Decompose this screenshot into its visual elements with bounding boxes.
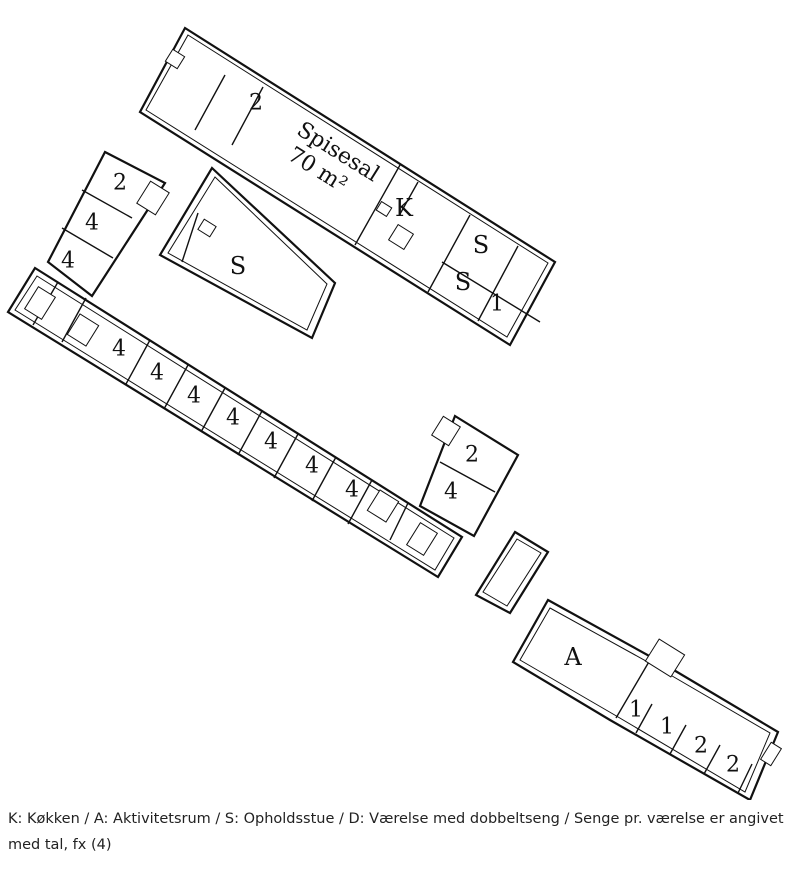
activity-wing bbox=[511, 598, 783, 800]
west-lounge bbox=[158, 166, 337, 340]
activity-label: A bbox=[563, 643, 582, 671]
lounge-label-west: S bbox=[230, 252, 246, 280]
room-beds-label: 2 bbox=[694, 734, 708, 759]
kitchen-label: K bbox=[395, 194, 414, 222]
floor-plan: Spisesal 70 m² K S S S A 2 1 2 4 4 4 4 4… bbox=[6, 26, 783, 800]
room-beds-label: 2 bbox=[113, 171, 127, 196]
north-wing bbox=[138, 26, 557, 347]
room-beds-label: 4 bbox=[85, 211, 99, 236]
room-beds-label: 4 bbox=[444, 480, 458, 505]
room-beds-label: 4 bbox=[264, 430, 278, 455]
corridor-wing bbox=[6, 266, 464, 579]
lounge-label-north-2: S bbox=[455, 268, 471, 296]
room-beds-label: 4 bbox=[305, 454, 319, 479]
room-beds-label: 4 bbox=[187, 384, 201, 409]
room-beds-label: 4 bbox=[345, 478, 359, 503]
lounge-label-north: S bbox=[473, 231, 489, 259]
room-beds-label: 4 bbox=[150, 361, 164, 386]
room-beds-label: 4 bbox=[61, 249, 75, 274]
west-bedroom-block bbox=[46, 150, 170, 298]
room-beds-label: 1 bbox=[629, 698, 643, 723]
room-beds-label: 4 bbox=[226, 406, 240, 431]
room-beds-label: 4 bbox=[112, 337, 126, 362]
room-beds-label: 1 bbox=[660, 715, 674, 740]
detached-building bbox=[474, 530, 550, 615]
room-beds-label: 2 bbox=[465, 443, 479, 468]
plan-caption: K: Køkken / A: Aktivitetsrum / S: Ophold… bbox=[8, 811, 784, 853]
room-beds-label: 2 bbox=[249, 91, 263, 116]
room-beds-label: 2 bbox=[726, 753, 740, 778]
middle-bedroom-block bbox=[418, 414, 520, 538]
room-beds-label: 1 bbox=[490, 292, 504, 317]
